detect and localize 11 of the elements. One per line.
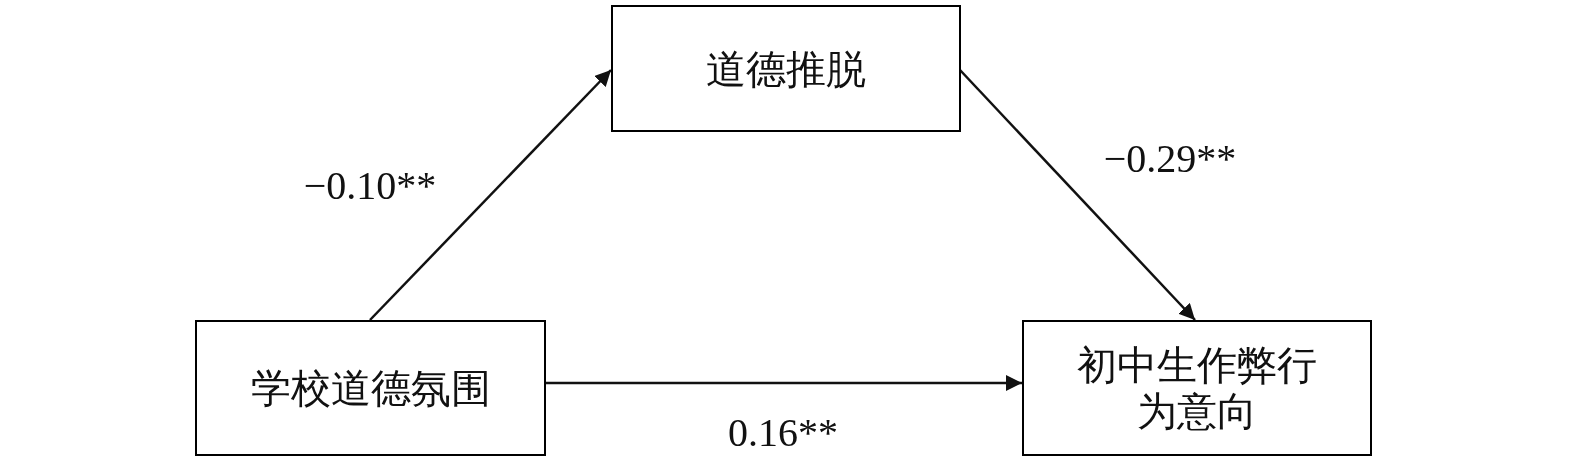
arrow <box>369 69 612 321</box>
edge-label: −0.10** <box>303 161 437 209</box>
arrow <box>546 375 1022 391</box>
node-label: 初中生作弊行为意向 <box>1076 342 1318 434</box>
edge-label: 0.16** <box>728 408 838 456</box>
process-box <box>1022 320 1372 456</box>
process-box <box>195 320 546 456</box>
node-label: 学校道德氛围 <box>250 365 491 411</box>
edge-label: −0.29** <box>1103 134 1237 182</box>
node-label: 道德推脱 <box>706 45 866 92</box>
process-box <box>611 5 961 132</box>
